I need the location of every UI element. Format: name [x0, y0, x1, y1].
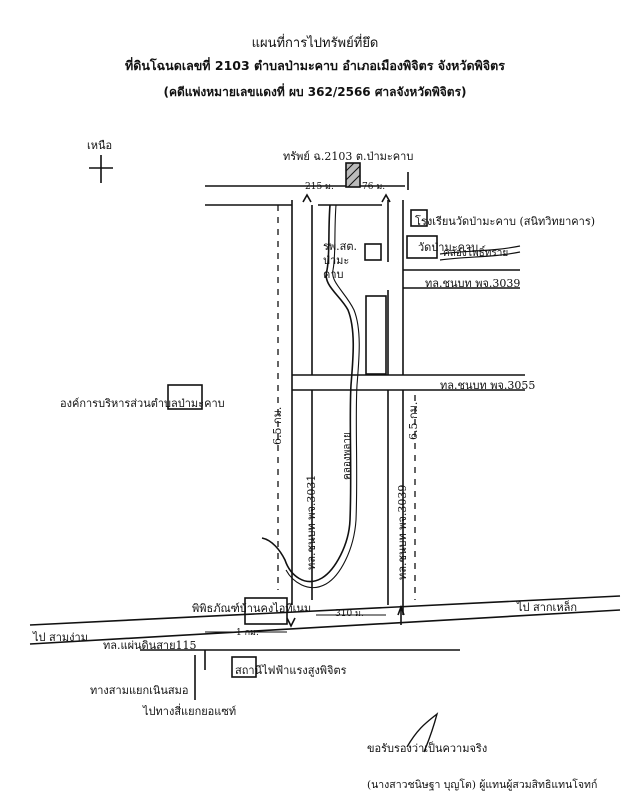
dist-1km-label: 1 กม. [236, 628, 259, 638]
temple-box [406, 235, 438, 259]
temple-canal [439, 245, 521, 255]
junction-label: ทางสามแยกเนินสมอ [90, 684, 189, 697]
property-label: ทรัพย์ ฉ.2103 ต.ป่ามะคาบ [283, 150, 414, 163]
dist-west-label: 215 ม. [305, 182, 334, 192]
dist-310-label: 310 ม. [335, 609, 364, 619]
arrow-up-right-icon [381, 193, 391, 203]
signature-mark-icon [406, 712, 439, 753]
to-four-way-label: ไปทางสี่แยกยอแซท์ [143, 705, 237, 718]
north-label: เหนือ [87, 139, 113, 152]
temple-label: วัดป่ามะคาบ [418, 241, 479, 254]
sao-box [167, 384, 203, 410]
highway-115-label: ทล.แผ่นดินสาย115 [103, 639, 197, 652]
north-arrow-icon [89, 155, 113, 183]
road-3039-label: ทล.ชนบท พจ.3039 [425, 277, 521, 290]
canal [261, 204, 355, 583]
map-subtitle: ที่ดินโฉนดเลขที่ 2103 ตำบลป่ามะคาบ อำเภอ… [125, 58, 505, 73]
highway-north [29, 595, 621, 626]
power-station-label: สถานีไฟฟ้าแรงสูงพิจิตร [235, 664, 347, 677]
map-title: แผนที่การไปทรัพย์ที่ยึด [251, 36, 379, 51]
to-saklek-label: ไป สากเหล็ก [517, 601, 577, 614]
arrow-up-left-icon [302, 193, 312, 203]
museum-label: พิพิธภัณฑ์บ้านคงไอทีเนม [192, 602, 312, 615]
power-box [231, 656, 257, 678]
to-samngam-label: ไป สามง่าม [33, 631, 88, 644]
signer-text: (นางสาวชนิษฐา บุญโต) ผู้แทนผู้สวมสิทธิแท… [367, 779, 598, 791]
museum-box [244, 597, 288, 625]
road-3055-label: ทล.ชนบท พจ.3055 [440, 379, 536, 392]
case-number: (คดีแพ่งหมายเลขแดงที่ ผบ 362/2566 ศาลจัง… [163, 85, 467, 99]
block-east [365, 295, 387, 375]
school-box [410, 209, 428, 227]
certify-text: ขอรับรองว่าเป็นความจริง [367, 742, 488, 755]
arrow-down-left-icon [286, 617, 296, 628]
dist-east-label: 76 ม. [362, 182, 386, 192]
hospital-box [364, 243, 382, 261]
canal-top-label: คลองโพธิ์ทราย [443, 248, 509, 259]
canal-bank [285, 204, 360, 589]
sao-label: องค์การบริหารส่วนตำบลป่ามะคาบ [60, 397, 225, 410]
hospital-label: รพ.สต. ป่ามะคาบ [323, 240, 358, 281]
highway-south [29, 609, 621, 645]
school-label: โรงเรียนวัดป่ามะคาบ (สนิทวิทยาคาร) [415, 215, 596, 228]
